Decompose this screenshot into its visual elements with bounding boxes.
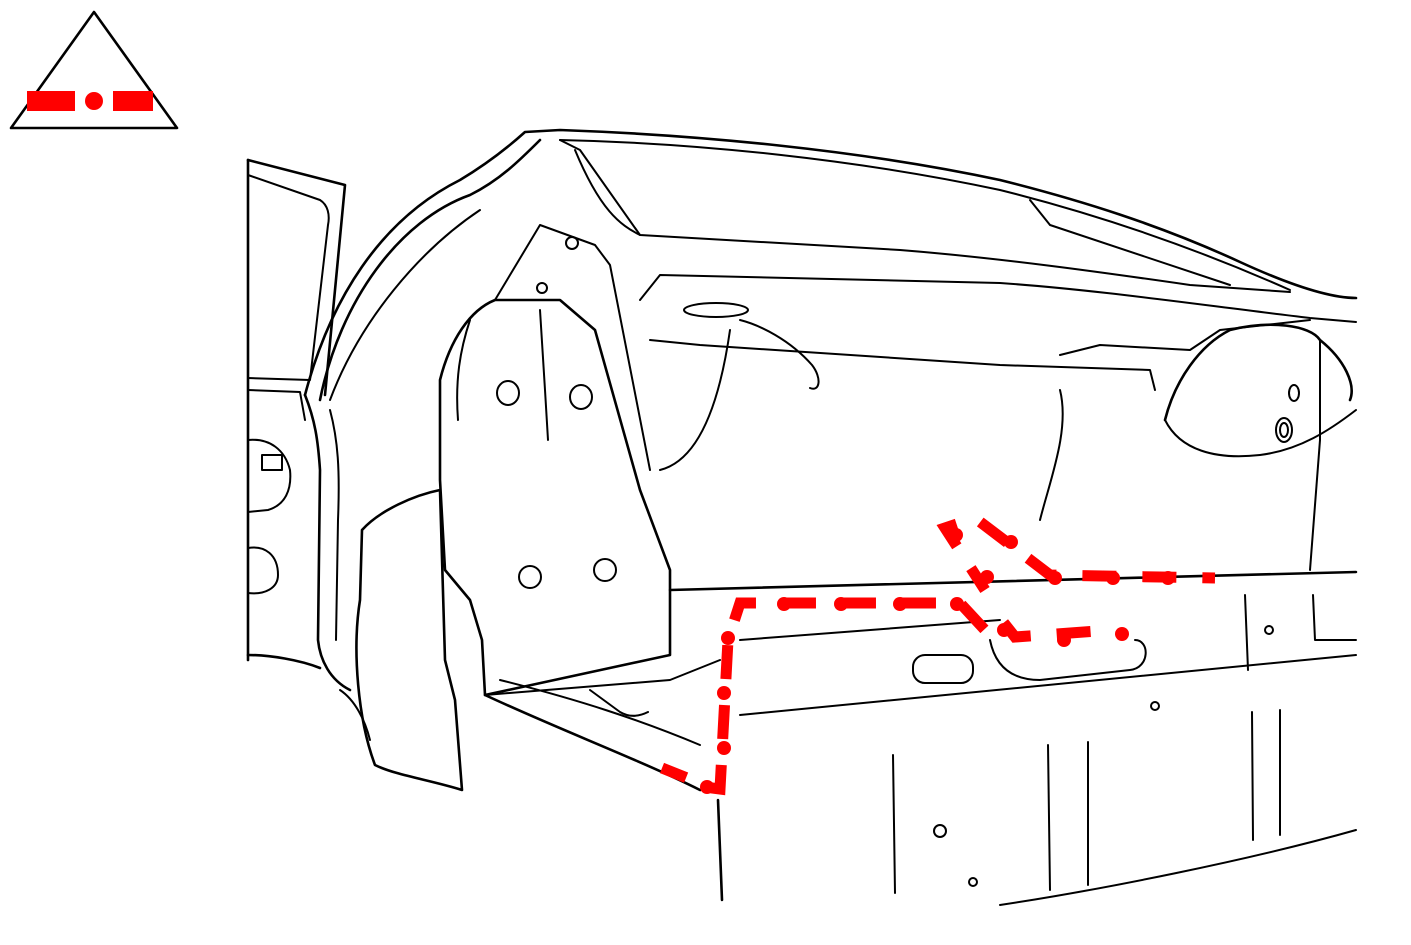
floor-hole — [968, 877, 978, 887]
seam-sealer-path — [659, 511, 1216, 796]
panel-hole — [569, 384, 593, 410]
seam-sealer-dot — [893, 597, 907, 611]
symbol-left-dash — [27, 91, 75, 111]
wheelhouse-panel — [438, 298, 672, 697]
symbol-right-dash — [113, 91, 153, 111]
floor-hole — [1150, 701, 1160, 711]
rear-panel-edge — [716, 798, 724, 902]
floor-hole — [1264, 625, 1274, 635]
panel-hole — [518, 565, 542, 589]
panel-hole — [536, 282, 548, 294]
seam-sealer-dot — [1004, 535, 1018, 549]
panel-hole — [565, 236, 579, 250]
panel-hole — [593, 558, 617, 582]
seam-sealer-dot — [1048, 571, 1062, 585]
floor-slot — [912, 654, 974, 684]
seam-sealer-dot — [1057, 633, 1071, 647]
symbol-dot — [85, 92, 103, 110]
seam-sealer-dot — [980, 570, 994, 584]
seam-sealer-dot — [717, 741, 731, 755]
vehicle-body-drawing — [246, 128, 1358, 906]
strut-hole — [1288, 384, 1300, 402]
panel-hole — [496, 380, 520, 406]
seam-sealer-line — [659, 511, 1216, 796]
seam-sealer-dot — [1115, 627, 1129, 641]
seam-sealer-dot — [721, 631, 735, 645]
seam-sealer-dot — [834, 597, 848, 611]
seam-sealer-dot — [777, 597, 791, 611]
boot-floor — [668, 570, 1358, 592]
seam-sealer-dot — [950, 597, 964, 611]
seam-sealer-dot — [700, 780, 714, 794]
seam-sealer-dot — [1161, 571, 1175, 585]
strut-hole — [1275, 417, 1293, 443]
seam-sealer-dot — [949, 528, 963, 542]
wheel-arch-trim — [355, 488, 464, 792]
seam-sealer-dot — [1106, 571, 1120, 585]
floor-hole — [933, 824, 947, 838]
strut-tower — [1163, 323, 1353, 422]
seam-sealer-dot — [717, 686, 731, 700]
seam-sealer-symbol-icon — [9, 10, 179, 130]
door-frame — [246, 158, 347, 397]
seam-sealer-dot — [997, 623, 1011, 637]
seam-sealer-dots — [700, 528, 1175, 794]
body-outline — [303, 128, 1358, 397]
shelf-hole — [683, 302, 749, 318]
